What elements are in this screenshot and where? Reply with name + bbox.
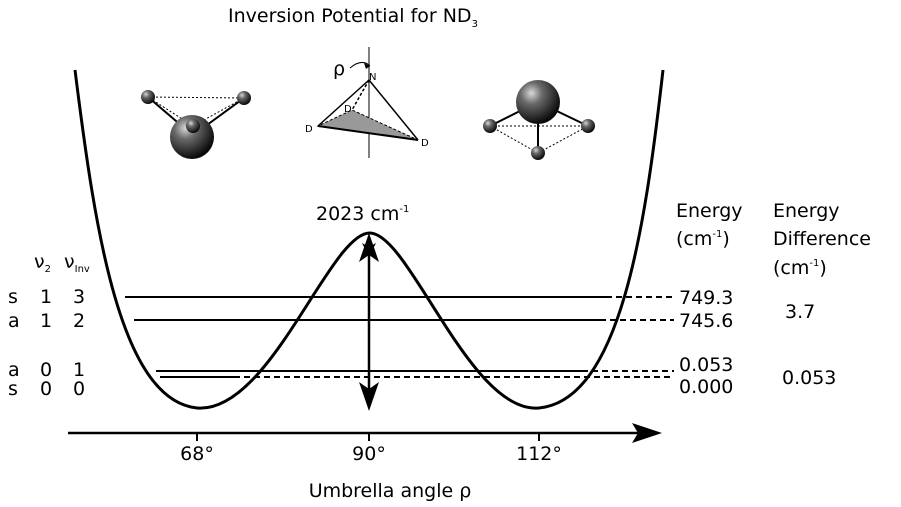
- barrier-arrow-head-bottom: [359, 382, 379, 411]
- energy-header-line2: (cm-1): [676, 228, 730, 250]
- diagram-title: Inversion Potential for ND3: [228, 5, 478, 30]
- level-0-energy: 749.3: [679, 287, 733, 309]
- level-0-v2: 1: [40, 286, 52, 308]
- atom-label-d3: D: [421, 138, 429, 149]
- difference-header-line1: Energy: [773, 200, 840, 222]
- x-axis-label: Umbrella angle ρ: [309, 480, 472, 502]
- difference-lower: 0.053: [782, 367, 836, 389]
- level-1-energy: 745.6: [679, 310, 733, 332]
- x-axis-arrowhead: [632, 423, 662, 443]
- difference-header-line2: Difference: [773, 228, 871, 250]
- level-3-sym: s: [8, 378, 18, 400]
- barrier-arrow-head-top: [359, 233, 379, 262]
- nu2-header: ν2: [34, 251, 51, 275]
- energy-header-line1: Energy: [676, 200, 743, 222]
- level-2-energy: 0.053: [679, 354, 733, 376]
- nuinv-header: νInv: [64, 251, 90, 275]
- level-1-v2: 1: [40, 310, 52, 332]
- molecule-left-icon: [141, 90, 251, 159]
- level-2-sym: a: [8, 359, 20, 381]
- level-3-v2: 0: [40, 378, 52, 400]
- level-1-sym: a: [8, 310, 20, 332]
- level-0-sym: s: [8, 286, 18, 308]
- x-tick-label-90: 90°: [352, 443, 386, 465]
- rho-symbol: ρ: [333, 58, 345, 80]
- atom-label-n: N: [369, 72, 376, 83]
- difference-upper: 3.7: [785, 301, 815, 323]
- level-0-vinv: 3: [73, 286, 85, 308]
- x-tick-label-68: 68°: [180, 443, 214, 465]
- barrier-label: 2023 cm-1: [316, 203, 409, 225]
- level-2-vinv: 1: [73, 359, 85, 381]
- atom-label-d1: D: [344, 104, 352, 115]
- atom-label-d2: D: [305, 124, 313, 135]
- potential-curve: [73, 69, 665, 410]
- level-3-energy: 0.000: [679, 376, 733, 398]
- level-2-v2: 0: [40, 359, 52, 381]
- x-tick-label-112: 112°: [516, 443, 562, 465]
- difference-header-line3: (cm-1): [773, 257, 827, 279]
- level-3-vinv: 0: [73, 378, 85, 400]
- molecule-center-icon: ρ N D D D: [305, 47, 429, 158]
- level-1-vinv: 2: [73, 310, 85, 332]
- molecule-right-icon: [483, 80, 595, 160]
